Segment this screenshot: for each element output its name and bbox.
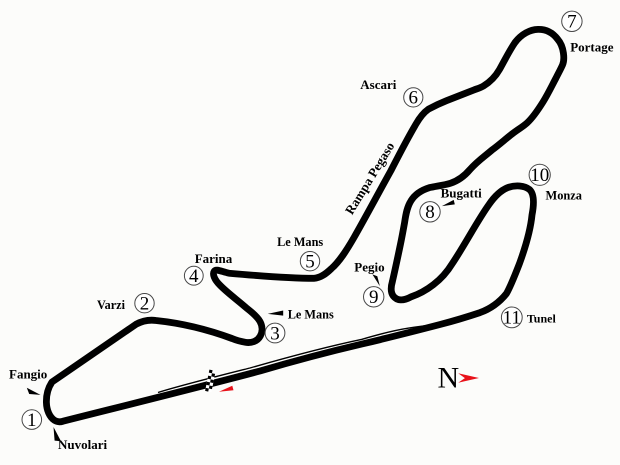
svg-text:Pegio: Pegio (354, 259, 384, 274)
svg-text:2: 2 (140, 294, 150, 315)
svg-text:6: 6 (409, 88, 419, 109)
svg-text:Farina: Farina (195, 251, 233, 266)
svg-text:4: 4 (189, 266, 199, 287)
svg-text:3: 3 (270, 323, 280, 344)
svg-text:8: 8 (425, 202, 435, 223)
svg-text:Le Mans: Le Mans (288, 307, 334, 321)
svg-text:Bugatti: Bugatti (441, 185, 483, 200)
svg-text:Fangio: Fangio (9, 367, 47, 382)
svg-text:7: 7 (567, 12, 577, 33)
svg-text:5: 5 (305, 252, 315, 273)
svg-text:Tunel: Tunel (527, 312, 557, 326)
svg-text:Portage: Portage (570, 40, 614, 55)
svg-text:11: 11 (503, 308, 521, 329)
svg-text:Monza: Monza (546, 188, 582, 202)
svg-text:9: 9 (369, 287, 379, 308)
svg-text:Le Mans: Le Mans (277, 235, 323, 249)
svg-text:Nuvolari: Nuvolari (58, 437, 108, 452)
svg-text:N: N (438, 362, 460, 395)
svg-text:1: 1 (27, 410, 37, 431)
svg-text:Ascari: Ascari (360, 77, 396, 92)
svg-text:10: 10 (530, 165, 549, 186)
svg-text:Varzi: Varzi (97, 298, 126, 312)
